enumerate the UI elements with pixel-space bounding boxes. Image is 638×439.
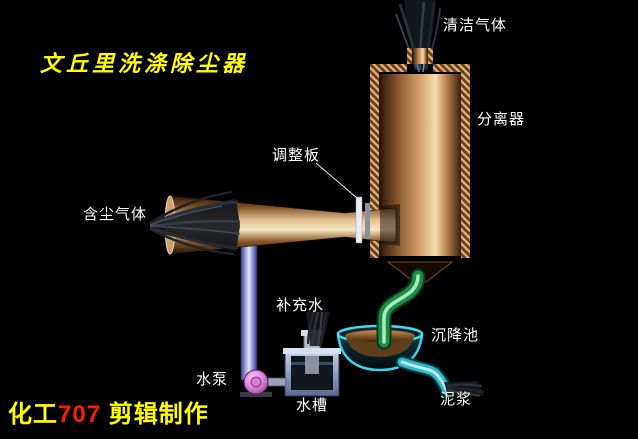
dusty-gas-jet bbox=[149, 190, 241, 256]
label-settling-tank: 沉降池 bbox=[431, 327, 480, 344]
label-adjustment-plate: 调整板 bbox=[272, 147, 321, 164]
watermark-number: 707 bbox=[58, 401, 102, 428]
drain-pipe bbox=[376, 268, 426, 350]
water-pipe bbox=[240, 233, 258, 381]
watermark-suffix: 剪辑制作 bbox=[101, 401, 209, 428]
pump-suction-pipe bbox=[267, 377, 287, 387]
water-pump bbox=[240, 369, 287, 397]
venturi-nozzle bbox=[380, 204, 400, 246]
separator-wall-left bbox=[370, 70, 379, 258]
label-dusty-gas: 含尘气体 bbox=[83, 206, 148, 223]
watermark: 化工707 剪辑制作 bbox=[8, 394, 209, 429]
gas-outlet-stub bbox=[412, 48, 428, 64]
label-water-pump: 水泵 bbox=[196, 371, 229, 388]
adjustment-plate bbox=[355, 196, 370, 244]
label-clean-gas: 清洁气体 bbox=[443, 17, 508, 34]
separator-lid-left bbox=[370, 64, 407, 72]
label-separator: 分离器 bbox=[477, 111, 526, 128]
separator-vessel bbox=[370, 48, 470, 283]
tank-rim bbox=[283, 348, 341, 354]
watermark-prefix: 化工 bbox=[8, 401, 58, 428]
separator-lid-right bbox=[433, 64, 470, 72]
label-mud-slurry: 泥浆 bbox=[440, 391, 473, 408]
adjustment-plate-pointer bbox=[315, 162, 358, 199]
label-makeup-water: 补充水 bbox=[276, 297, 325, 314]
makeup-water-stream bbox=[306, 311, 330, 347]
page-title: 文丘里洗涤除尘器 bbox=[40, 51, 249, 77]
slurry-spray bbox=[444, 381, 485, 397]
separator-wall-right bbox=[461, 70, 470, 258]
label-water-tank: 水槽 bbox=[296, 397, 329, 414]
slurry-pipe bbox=[395, 355, 454, 398]
